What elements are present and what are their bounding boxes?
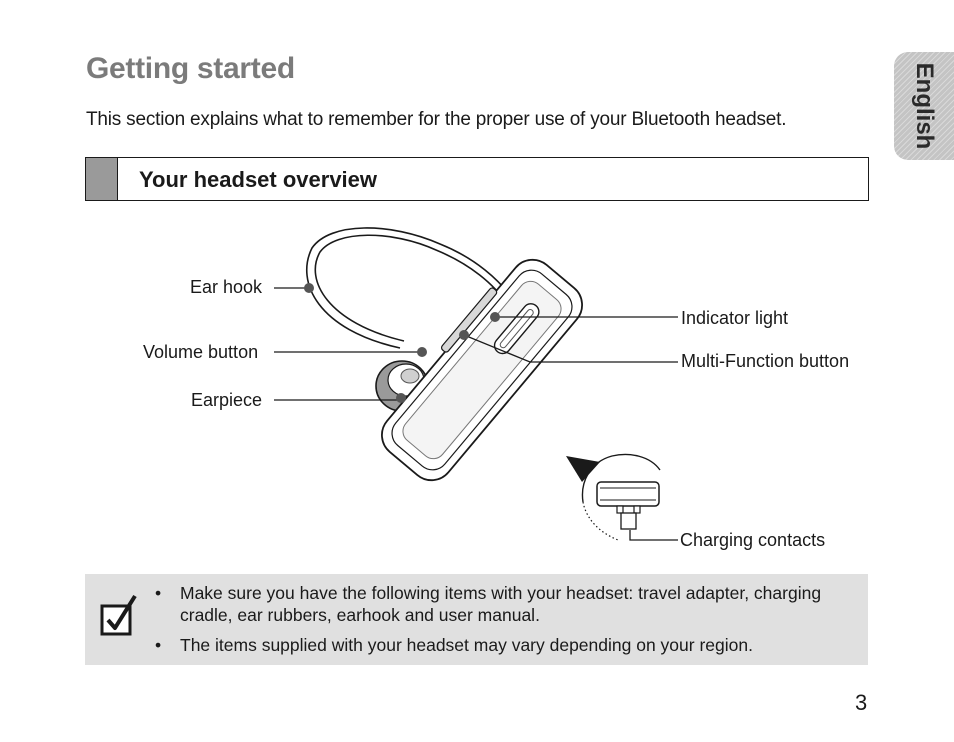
section-title: Your headset overview — [139, 167, 378, 192]
note-text: Make sure you have the following items w… — [180, 583, 822, 625]
label-ear-hook: Ear hook — [190, 277, 263, 297]
section-marker — [86, 158, 118, 200]
note-list: • Make sure you have the following items… — [155, 582, 860, 664]
language-tab: English — [894, 52, 954, 160]
page-number: 3 — [855, 690, 868, 715]
zoom-pointer — [566, 456, 600, 482]
charging-contacts-detail — [581, 453, 661, 541]
bullet: • — [155, 635, 162, 655]
page-title: Getting started — [86, 52, 295, 85]
label-indicator-light: Indicator light — [681, 308, 789, 328]
bullet: • — [155, 583, 162, 603]
list-item: • Make sure you have the following items… — [155, 582, 860, 626]
headset-body-illustration — [381, 258, 583, 482]
label-volume-button: Volume button — [143, 342, 259, 362]
intro-text: This section explains what to remember f… — [86, 109, 787, 130]
note-text: The items supplied with your headset may… — [180, 635, 753, 655]
callout-dots — [304, 283, 500, 403]
list-item: • The items supplied with your headset m… — [155, 634, 860, 656]
callout-leader-lines — [274, 287, 678, 541]
label-charging-contacts: Charging contacts — [680, 530, 826, 550]
checkbox-check-icon — [100, 594, 137, 636]
note-box: • Make sure you have the following items… — [85, 574, 868, 665]
label-earpiece: Earpiece — [191, 390, 263, 410]
section-header: Your headset overview — [85, 157, 869, 201]
label-multi-function-button: Multi-Function button — [681, 351, 850, 371]
